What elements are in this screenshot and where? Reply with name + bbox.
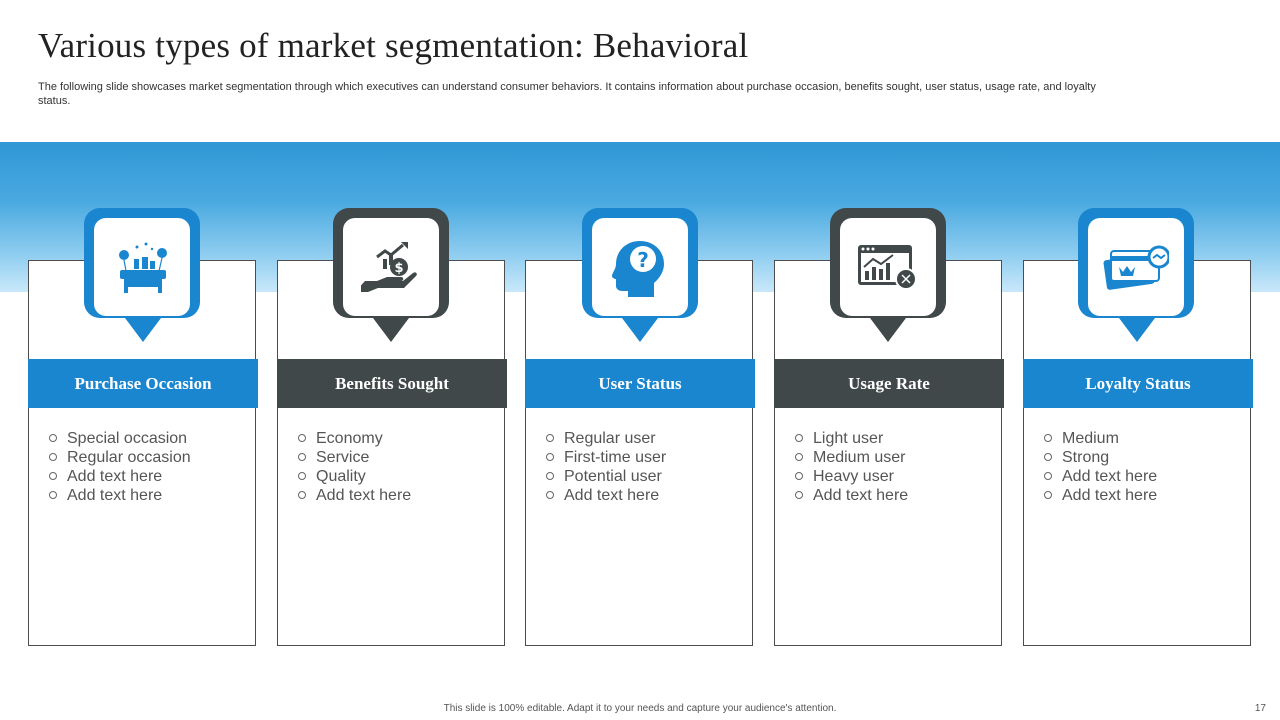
list-item: Quality [298, 467, 411, 486]
usage-rate-pin [830, 208, 946, 318]
purchase-occasion-pin [84, 208, 200, 318]
list-item: Special occasion [49, 429, 191, 448]
segment-card-usage-rate: Usage Rate Light user Medium user Heavy … [774, 260, 1004, 646]
circle-bullet-icon [546, 491, 554, 499]
celebration-table-icon [119, 242, 167, 293]
circle-bullet-icon [795, 472, 803, 480]
list-item: Heavy user [795, 467, 908, 486]
segment-list: Regular user First-time user Potential u… [546, 429, 666, 505]
circle-bullet-icon [795, 453, 803, 461]
list-item: Service [298, 448, 411, 467]
circle-bullet-icon [49, 491, 57, 499]
hand-money-growth-icon: $ [361, 242, 417, 292]
list-item: Add text here [49, 467, 191, 486]
analytics-dashboard-icon [858, 245, 917, 290]
pin-pointer [1119, 318, 1155, 342]
slide-subtitle: The following slide showcases market seg… [38, 81, 1096, 107]
list-item: Add text here [49, 486, 191, 505]
circle-bullet-icon [546, 453, 554, 461]
circle-bullet-icon [1044, 472, 1052, 480]
circle-bullet-icon [546, 472, 554, 480]
circle-bullet-icon [795, 434, 803, 442]
user-status-pin: ? [582, 208, 698, 318]
segment-heading: Loyalty Status [1023, 359, 1253, 408]
circle-bullet-icon [298, 453, 306, 461]
list-item: Add text here [795, 486, 908, 505]
list-item: Economy [298, 429, 411, 448]
list-item: Add text here [546, 486, 666, 505]
loyalty-status-pin [1078, 208, 1194, 318]
segment-list: Economy Service Quality Add text here [298, 429, 411, 505]
list-item: Regular occasion [49, 448, 191, 467]
list-item: Potential user [546, 467, 666, 486]
list-item: Add text here [1044, 486, 1157, 505]
pin-pointer [373, 318, 409, 342]
circle-bullet-icon [1044, 491, 1052, 499]
circle-bullet-icon [1044, 453, 1052, 461]
list-item: Regular user [546, 429, 666, 448]
list-item: Medium [1044, 429, 1157, 448]
benefits-sought-pin: $ [333, 208, 449, 318]
list-item: First-time user [546, 448, 666, 467]
footer-note: This slide is 100% editable. Adapt it to… [443, 703, 837, 714]
segment-list: Medium Strong Add text here Add text her… [1044, 429, 1157, 505]
segment-list: Light user Medium user Heavy user Add te… [795, 429, 908, 505]
page-number: 17 [1254, 703, 1266, 714]
segment-list: Special occasion Regular occasion Add te… [49, 429, 191, 505]
circle-bullet-icon [49, 453, 57, 461]
list-item: Add text here [298, 486, 411, 505]
circle-bullet-icon [49, 472, 57, 480]
pin-pointer [870, 318, 906, 342]
circle-bullet-icon [298, 434, 306, 442]
circle-bullet-icon [546, 434, 554, 442]
list-item: Medium user [795, 448, 908, 467]
circle-bullet-icon [1044, 434, 1052, 442]
head-question-icon: ? [612, 241, 664, 297]
segment-heading: Purchase Occasion [28, 359, 258, 408]
slide-title: Various types of market segmentation: Be… [38, 26, 749, 65]
list-item: Strong [1044, 448, 1157, 467]
segment-heading: User Status [525, 359, 755, 408]
svg-text:?: ? [637, 248, 649, 272]
loyalty-card-icon [1103, 245, 1169, 290]
pin-pointer [622, 318, 658, 342]
circle-bullet-icon [49, 434, 57, 442]
segment-card-benefits-sought: Benefits Sought Economy Service Quality … [277, 260, 507, 646]
pin-pointer [125, 318, 161, 342]
svg-text:$: $ [394, 261, 403, 276]
list-item: Add text here [1044, 467, 1157, 486]
segment-heading: Benefits Sought [277, 359, 507, 408]
list-item: Light user [795, 429, 908, 448]
segment-heading: Usage Rate [774, 359, 1004, 408]
circle-bullet-icon [298, 472, 306, 480]
circle-bullet-icon [298, 491, 306, 499]
circle-bullet-icon [795, 491, 803, 499]
